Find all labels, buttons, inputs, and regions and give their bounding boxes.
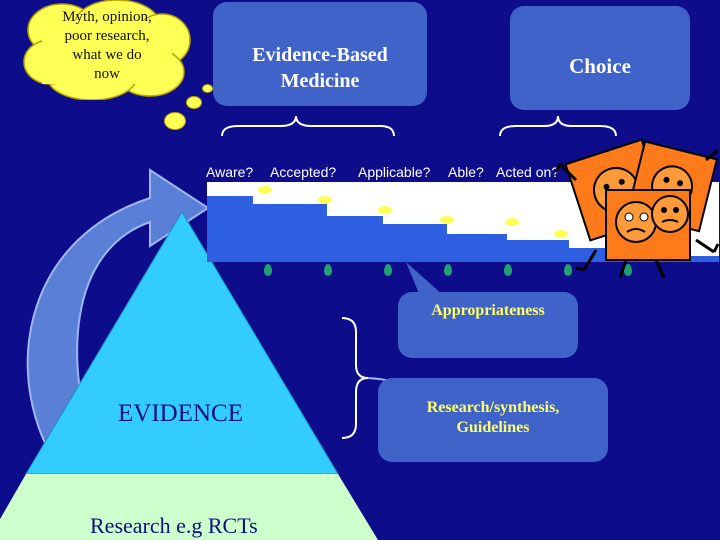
ebm-line-1: Evidence-Based [213,42,427,68]
frustrated-face-icon [652,196,688,232]
leak-marker-icon [318,196,332,204]
pyramid-base-label: Research e.g RCTs [90,513,258,539]
ebm-callout: Evidence-Based Medicine [213,2,427,106]
appropriateness-label: Appropriateness [398,302,578,320]
stage-accepted-label: Accepted? [270,164,336,180]
leak-marker-icon [258,186,272,194]
appropriateness-callout: Appropriateness [398,292,578,358]
stage-able-label: Able? [448,164,484,180]
appropriateness-pointer [400,262,460,296]
pyramid-evidence-label: EVIDENCE [118,400,243,428]
brace-icon [222,116,394,136]
research-line-1: Research/synthesis, [378,398,608,418]
leak-marker-icon [505,218,519,226]
stage-aware-label: Aware? [206,164,253,180]
droplet-icon [384,264,392,276]
droplet-icon [324,264,332,276]
thought-cloud-text: Myth, opinion, poor research, what we do… [36,8,178,84]
frustrated-faces-illustration [556,120,720,280]
thought-bubble-dot [202,84,213,93]
thought-bubble-dot [186,96,202,109]
ebm-line-2: Medicine [213,68,427,94]
thought-bubble-dot [164,112,186,130]
droplet-icon [504,264,512,276]
stage-applicable-label: Applicable? [358,164,430,180]
research-line-2: Guidelines [378,418,608,438]
thought-cloud: Myth, opinion, poor research, what we do… [22,0,192,100]
choice-label: Choice [510,54,690,79]
stage-acted-on-label: Acted on? [496,164,559,180]
leak-marker-icon [378,206,392,214]
brace-icon [342,318,368,438]
leak-marker-icon [440,216,454,224]
choice-callout: Choice [510,6,690,110]
frustrated-face-icon [616,202,656,242]
research-callout: Research/synthesis, Guidelines [378,378,608,462]
droplet-icon [264,264,272,276]
